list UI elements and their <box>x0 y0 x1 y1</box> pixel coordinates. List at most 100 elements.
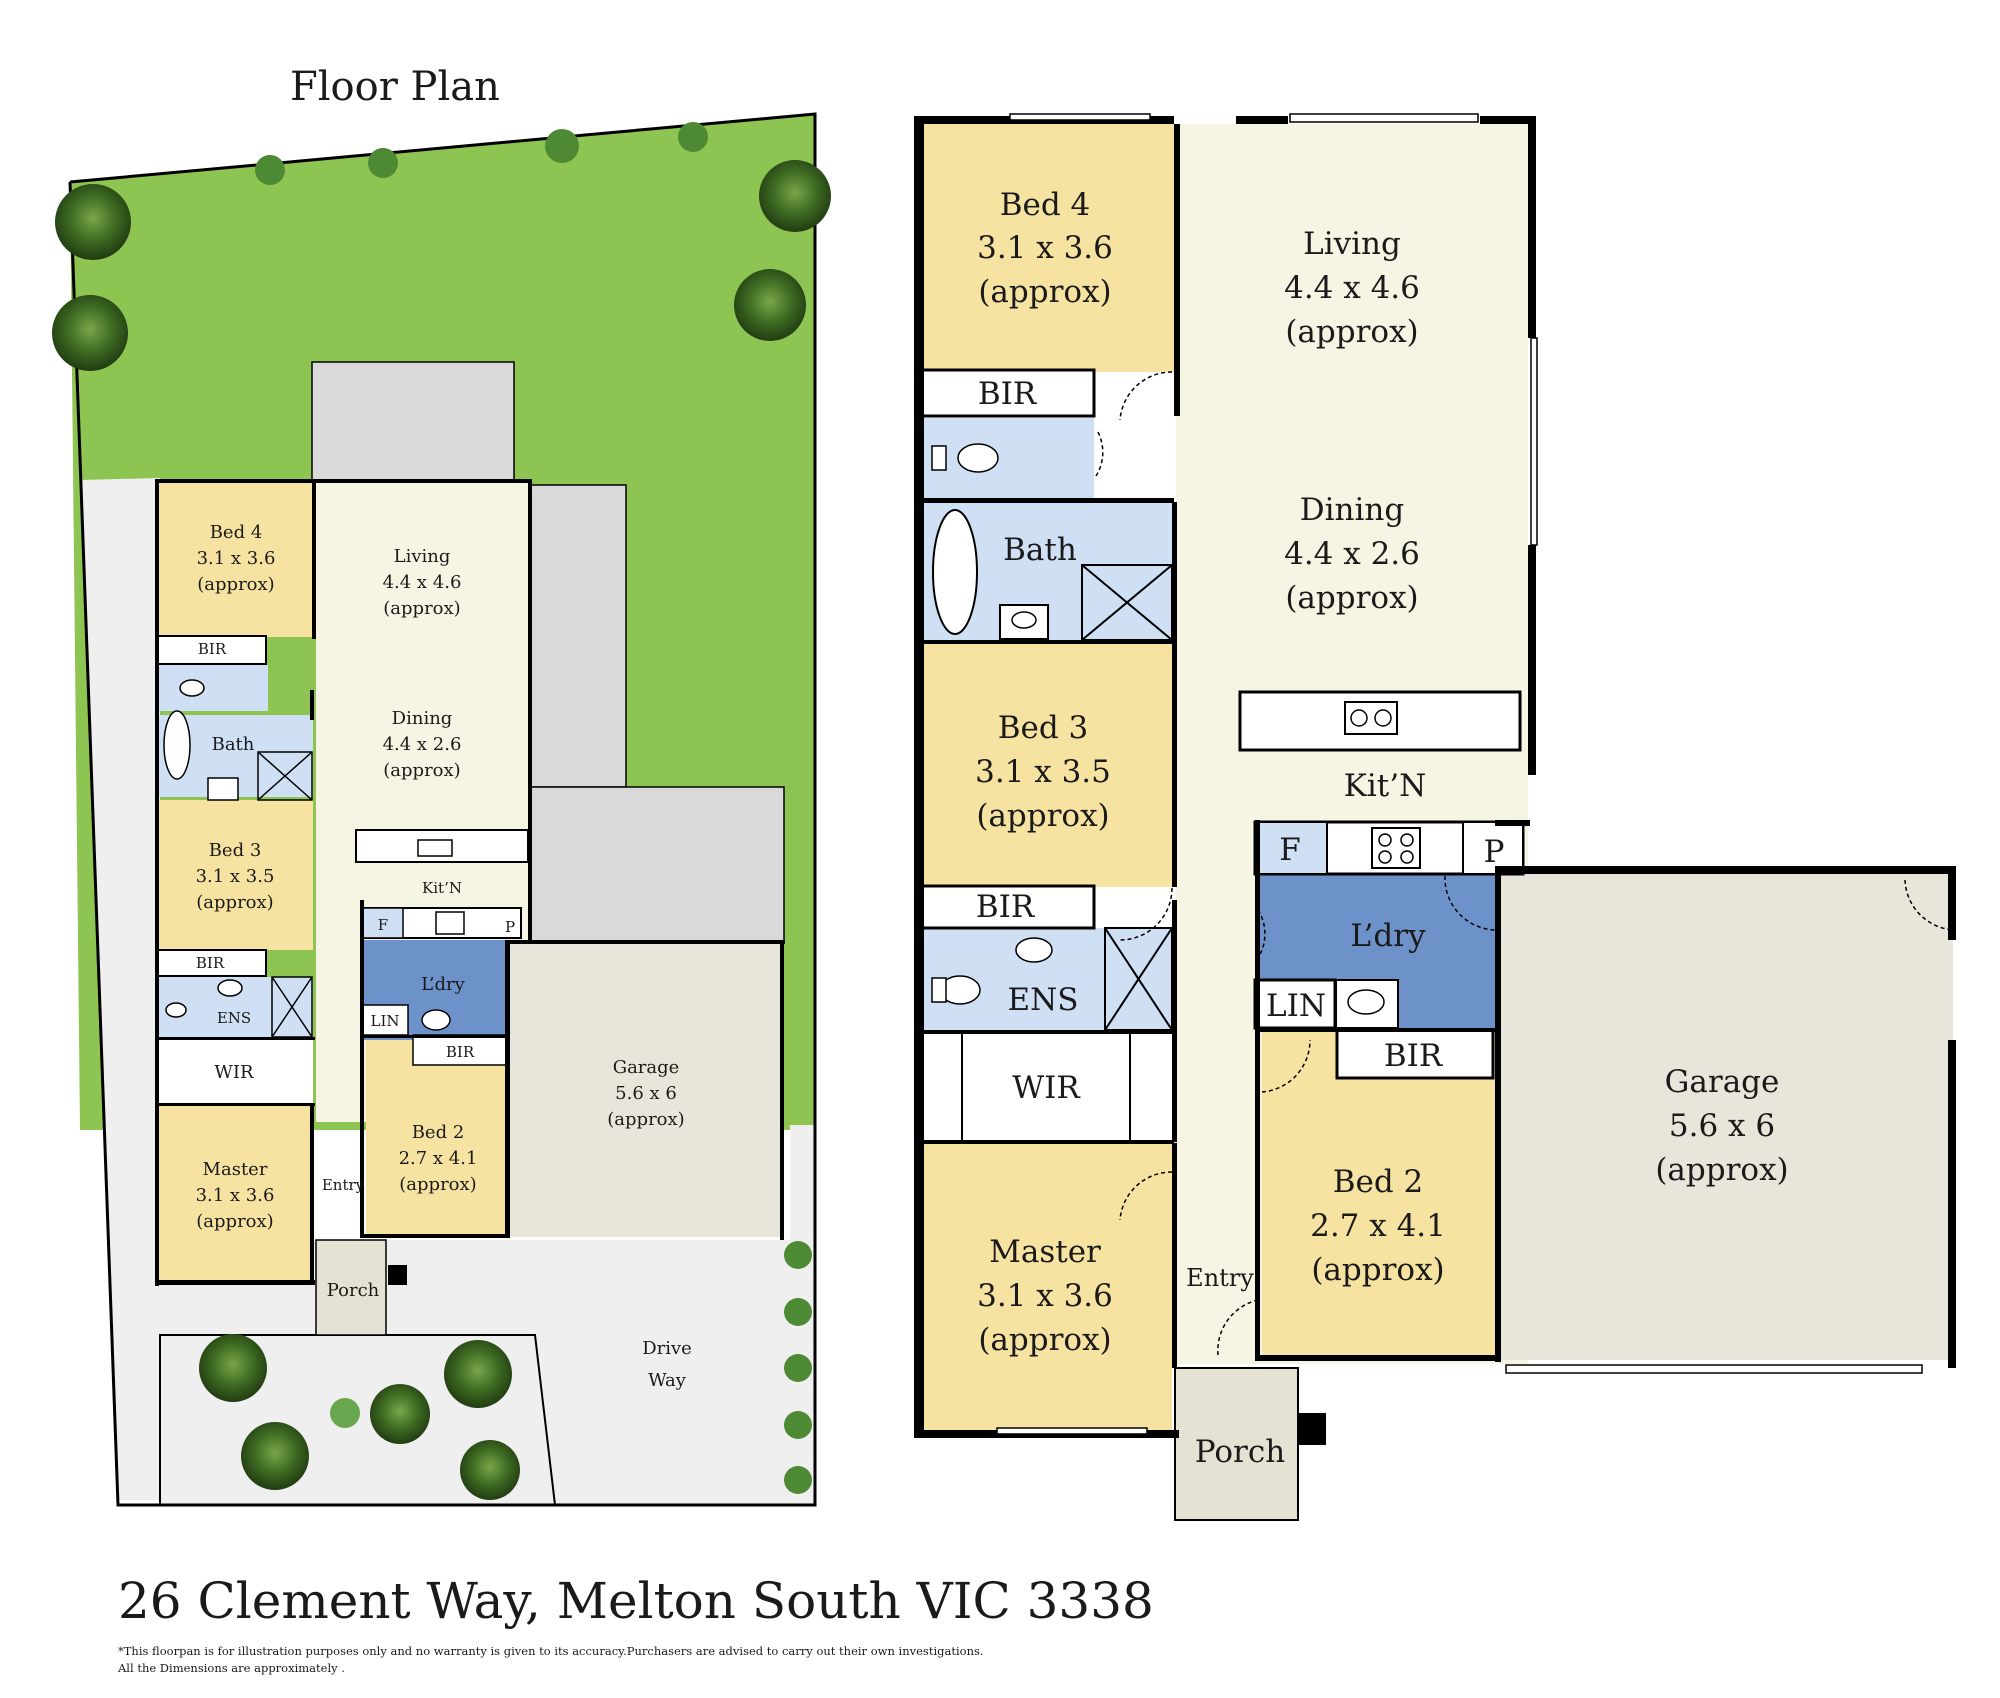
svg-text:BIR: BIR <box>196 954 225 972</box>
svg-text:Drive: Drive <box>642 1338 692 1359</box>
svg-text:3.1 x 3.6: 3.1 x 3.6 <box>197 548 276 569</box>
site-wc <box>158 665 268 711</box>
site-master <box>158 1105 313 1283</box>
svg-text:(approx): (approx) <box>383 760 460 781</box>
kitchen-label: Kit’N <box>1344 768 1427 804</box>
fridge-space <box>1254 821 1328 875</box>
site-bir2 <box>412 1034 510 1066</box>
svg-text:(approx): (approx) <box>196 892 273 913</box>
svg-text:(approx): (approx) <box>1285 580 1418 616</box>
svg-text:Porch: Porch <box>327 1280 380 1301</box>
svg-text:BIR: BIR <box>976 889 1036 925</box>
side-roof <box>529 484 627 788</box>
alfresco-roof <box>311 361 515 483</box>
svg-text:3.1 x 3.6: 3.1 x 3.6 <box>196 1185 275 1206</box>
svg-text:P: P <box>1484 834 1505 870</box>
site-plan: Bed 4 3.1 x 3.6 (approx) Living 4.4 x 4.… <box>52 112 831 1507</box>
svg-text:Kit’N: Kit’N <box>422 879 462 897</box>
bed2-room <box>1262 1030 1495 1360</box>
svg-text:Bed 2: Bed 2 <box>412 1122 465 1143</box>
porch-area <box>1174 1367 1299 1521</box>
svg-text:Living: Living <box>394 546 451 567</box>
svg-text:ENS: ENS <box>217 1009 251 1027</box>
site-wir <box>158 1040 313 1103</box>
svg-text:(approx): (approx) <box>978 274 1111 310</box>
bed4-label: Bed 4 <box>1000 187 1091 223</box>
svg-text:(approx): (approx) <box>383 598 460 619</box>
wc-bir4 <box>920 368 1096 418</box>
wir-label: WIR <box>1012 1070 1081 1106</box>
svg-text:4.4 x 4.6: 4.4 x 4.6 <box>1284 270 1420 306</box>
svg-text:3.1 x 3.5: 3.1 x 3.5 <box>196 866 275 887</box>
living-label: Living <box>1303 226 1401 262</box>
bed4-room <box>922 124 1174 372</box>
svg-text:Master: Master <box>203 1159 268 1180</box>
svg-text:4.4 x 2.6: 4.4 x 2.6 <box>1284 536 1420 572</box>
svg-text:(approx): (approx) <box>399 1174 476 1195</box>
svg-text:5.6 x 6: 5.6 x 6 <box>1669 1108 1775 1144</box>
svg-text:Garage: Garage <box>613 1057 680 1078</box>
svg-text:Bed 3: Bed 3 <box>209 840 262 861</box>
svg-text:BIR: BIR <box>978 376 1038 412</box>
dining-label: Dining <box>1300 492 1404 528</box>
kitchen-sink <box>1344 701 1398 735</box>
site-bir4 <box>157 635 267 665</box>
svg-text:(approx): (approx) <box>978 1322 1111 1358</box>
laundry-label: L’dry <box>1350 918 1426 954</box>
svg-text:LIN: LIN <box>1266 988 1326 1024</box>
svg-text:3.1 x 3.5: 3.1 x 3.5 <box>975 754 1111 790</box>
svg-text:5.6 x 6: 5.6 x 6 <box>615 1083 677 1104</box>
site-labels: Bed 4 3.1 x 3.6 (approx) Living 4.4 x 4.… <box>196 522 692 1391</box>
bed3-room <box>922 642 1172 887</box>
detailed-plan: Bed 4 3.1 x 3.6 (approx) Living 4.4 x 4.… <box>914 113 1956 1521</box>
bath-label: Bath <box>1003 532 1077 568</box>
svg-text:4.4 x 4.6: 4.4 x 4.6 <box>383 572 462 593</box>
wc-room <box>922 418 1094 498</box>
svg-text:4.4 x 2.6: 4.4 x 2.6 <box>383 734 462 755</box>
address-line: 26 Clement Way, Melton South VIC 3338 <box>118 1572 1154 1630</box>
svg-text:P: P <box>505 918 515 936</box>
room-labels: Bed 4 3.1 x 3.6 (approx) Living 4.4 x 4.… <box>975 187 1789 1470</box>
site-porch <box>315 1239 387 1336</box>
master-room <box>922 1143 1172 1433</box>
side-path-left <box>80 478 160 1500</box>
svg-text:3.1 x 3.6: 3.1 x 3.6 <box>977 1278 1113 1314</box>
garage-room <box>1497 873 1953 1360</box>
svg-text:LIN: LIN <box>370 1012 399 1030</box>
ens-label: ENS <box>1008 982 1079 1018</box>
bed2-label: Bed 2 <box>1333 1164 1424 1200</box>
svg-text:(approx): (approx) <box>197 574 274 595</box>
bir3-box <box>920 884 1096 930</box>
svg-text:(approx): (approx) <box>607 1109 684 1130</box>
entry-label: Entry <box>1186 1264 1254 1292</box>
door-swings <box>1095 371 1956 1356</box>
svg-text:Bath: Bath <box>212 734 255 755</box>
svg-text:F: F <box>378 916 388 934</box>
svg-text:3.1 x 3.6: 3.1 x 3.6 <box>977 230 1113 266</box>
svg-text:2.7 x 4.1: 2.7 x 4.1 <box>399 1148 478 1169</box>
svg-text:F: F <box>1279 832 1301 868</box>
garage-label: Garage <box>1665 1064 1780 1100</box>
svg-text:(approx): (approx) <box>1655 1152 1788 1188</box>
windows <box>996 113 1923 1435</box>
svg-text:Entry: Entry <box>322 1176 365 1194</box>
site-bed4 <box>158 482 314 637</box>
svg-text:(approx): (approx) <box>1311 1252 1444 1288</box>
svg-text:(approx): (approx) <box>1285 314 1418 350</box>
bed3-label: Bed 3 <box>998 710 1089 746</box>
disclaimer-line-2: All the Dimensions are approximately . <box>117 1661 345 1675</box>
porch-label: Porch <box>1195 1434 1285 1470</box>
svg-text:L’dry: L’dry <box>421 974 465 995</box>
side-roof-2 <box>529 786 785 943</box>
site-bed3 <box>158 800 313 950</box>
svg-text:BIR: BIR <box>446 1043 475 1061</box>
site-trees <box>52 122 831 1500</box>
site-garage <box>510 942 782 1237</box>
svg-text:Bed 4: Bed 4 <box>210 522 263 543</box>
svg-text:Dining: Dining <box>392 708 453 729</box>
site-bir3 <box>157 949 267 977</box>
disclaimer-line-1: *This floorpan is for illustration purpo… <box>118 1644 984 1658</box>
svg-text:BIR: BIR <box>198 640 227 658</box>
pantry <box>1462 821 1524 875</box>
svg-text:2.7 x 4.1: 2.7 x 4.1 <box>1310 1208 1446 1244</box>
